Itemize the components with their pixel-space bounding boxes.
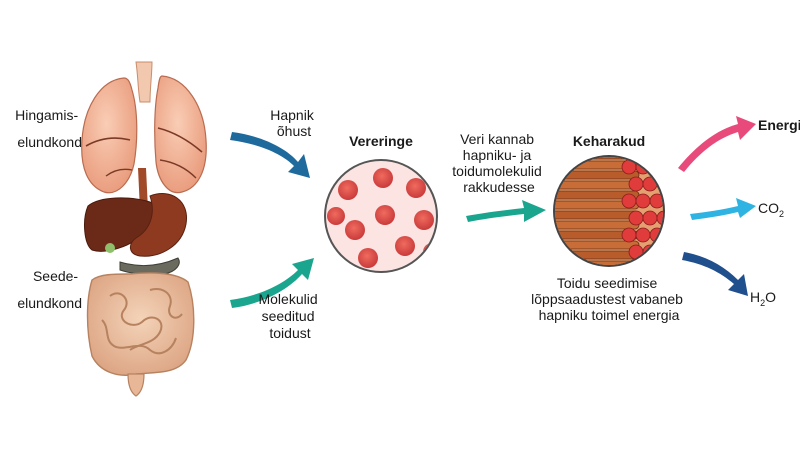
respiratory-system-label: Hingamis- elundkond bbox=[15, 107, 82, 150]
blood-to-cells-arrow bbox=[466, 200, 546, 222]
h2o-arrow bbox=[682, 252, 748, 296]
cell-nucleus bbox=[635, 193, 651, 209]
muscle-fiber bbox=[555, 250, 640, 260]
h2o-label: H2O bbox=[750, 289, 776, 308]
cell-nucleus bbox=[635, 227, 651, 243]
cell-nucleus bbox=[642, 210, 658, 226]
blood-vessel-circle bbox=[324, 159, 438, 273]
blood-cell bbox=[373, 168, 393, 188]
co2-arrow bbox=[690, 198, 756, 220]
muscle-fiber bbox=[555, 170, 640, 180]
blood-carries-label: Veri kannab hapniku- ja toidumolekulid r… bbox=[452, 131, 545, 195]
muscle-fiber bbox=[555, 240, 640, 250]
digestive-system-label: Seede- elundkond bbox=[17, 268, 82, 311]
molecules-from-food-label: Molekulid seeditud toidust bbox=[258, 291, 321, 341]
muscle-fiber bbox=[555, 220, 640, 230]
oxygen-from-air-label: Hapnik õhust bbox=[270, 107, 317, 139]
respiratory-system-illustration bbox=[81, 61, 207, 194]
cell-nucleus bbox=[621, 193, 637, 209]
energy-label: Energia bbox=[758, 117, 800, 133]
digestive-system-illustration bbox=[84, 168, 195, 397]
blood-cell bbox=[345, 220, 365, 240]
blood-cell bbox=[375, 205, 395, 225]
cell-nucleus bbox=[656, 210, 663, 226]
stomach bbox=[130, 193, 187, 257]
energy-arrow bbox=[678, 116, 756, 172]
blood-cell bbox=[414, 210, 434, 230]
left-lung bbox=[81, 77, 138, 194]
cell-nucleus bbox=[649, 227, 663, 243]
muscle-fiber bbox=[555, 260, 640, 265]
energy-release-label: Toidu seedimise lõppsaadustest vabaneb h… bbox=[531, 275, 687, 323]
oxygen-arrow bbox=[230, 132, 310, 178]
muscle-fiber bbox=[555, 210, 640, 220]
co2-label: CO2 bbox=[758, 200, 784, 219]
right-lung bbox=[154, 75, 207, 194]
blood-cell bbox=[406, 178, 426, 198]
blood-cell bbox=[338, 180, 358, 200]
body-cells-title: Keharakud bbox=[573, 133, 645, 149]
circulation-title: Vereringe bbox=[349, 133, 413, 149]
body-cells-circle bbox=[553, 155, 665, 267]
blood-cell bbox=[423, 243, 436, 261]
cell-nucleus bbox=[628, 210, 644, 226]
cell-nucleus bbox=[649, 159, 663, 175]
blood-cell bbox=[358, 248, 378, 268]
gallbladder bbox=[105, 243, 115, 253]
blood-cell bbox=[395, 236, 415, 256]
blood-cell bbox=[327, 207, 345, 225]
cell-nucleus bbox=[621, 227, 637, 243]
cell-nucleus bbox=[649, 193, 663, 209]
cell-nucleus bbox=[656, 244, 663, 260]
molecules-arrow bbox=[230, 258, 314, 308]
cell-nucleus bbox=[628, 176, 644, 192]
